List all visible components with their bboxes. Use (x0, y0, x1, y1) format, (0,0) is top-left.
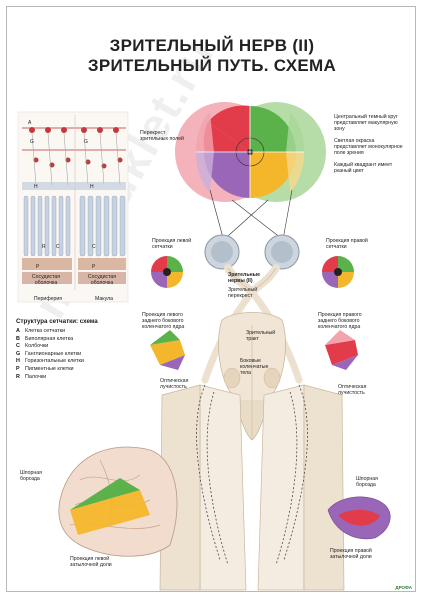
label-vascular-2: Сосудистая оболочка (87, 274, 117, 286)
svg-text:G: G (30, 139, 34, 145)
svg-text:C: C (92, 244, 96, 250)
label-optic-chiasm: Зрительный перекрест (228, 287, 258, 299)
label-macula: Макула (95, 296, 113, 302)
label-lateral-bodies: Боковые коленчатые тела (240, 358, 269, 376)
label-quadrant-color: Каждый квадрант имеет разный цвет (334, 162, 393, 174)
label-right-lgn: Проекция правого заднего бокового коленч… (318, 312, 362, 330)
label-right-retina: Проекция правой сетчатки (326, 238, 368, 250)
label-calcarine-left: Шпорная борозда (20, 470, 42, 482)
label-light-coloring: Светлая окраска представляет монокулярно… (334, 138, 403, 156)
publisher-logo: ДРОФА (395, 585, 412, 590)
page-title-line1: ЗРИТЕЛЬНЫЙ НЕРВ (II) (109, 36, 315, 55)
svg-text:H: H (34, 184, 38, 190)
label-left-occipital: Проекция левой затылочной доли (70, 556, 112, 568)
right-lgn-projection (325, 330, 358, 370)
label-left-retina: Проекция левой сетчатки (152, 238, 192, 250)
brain-sections (159, 384, 345, 591)
svg-text:H: H (90, 184, 94, 190)
legend-heading: Структура сетчатки: схема (16, 318, 98, 325)
label-vascular-1: Сосудистая оболочка (31, 274, 61, 286)
occipital-lobe-right (327, 496, 391, 540)
right-retina-projection (322, 256, 354, 288)
label-right-occipital: Проекция правой затылочной доли (330, 548, 372, 560)
occipital-lobe-left (58, 446, 178, 557)
svg-text:R: R (42, 244, 46, 250)
label-optic-nerves: Зрительные нервы (II) (228, 272, 260, 284)
left-retina-projection (151, 256, 183, 288)
svg-text:P: P (92, 264, 96, 270)
label-radiation-left: Оптическая лучистость (160, 378, 189, 390)
page-title-line2: ЗРИТЕЛЬНЫЙ ПУТЬ. СХЕМА (87, 56, 337, 75)
eyes (204, 234, 300, 270)
poster-frame (6, 6, 416, 592)
visual-field-diagram (175, 102, 326, 246)
label-radiation-right: Оптическая лучистость (338, 384, 367, 396)
label-dark-circle: Центральный темный круг представляет мак… (334, 114, 398, 132)
left-lgn-projection (150, 330, 185, 370)
svg-text:P: P (36, 264, 40, 270)
retina-panel: A G G H H R C C P P (17, 111, 129, 303)
svg-text:C: C (56, 244, 60, 250)
label-left-lgn: Проекция левого заднего бокового коленча… (142, 312, 185, 330)
svg-text:G: G (84, 139, 88, 145)
label-calcarine-right: Шпорная борозда (356, 476, 378, 488)
svg-text:A: A (28, 120, 32, 126)
optic-pathway (201, 264, 303, 441)
label-periphery: Периферия (33, 296, 63, 302)
label-optic-tract: Зрительный тракт (246, 330, 276, 342)
label-chiasm-fields: Перекрест зрительных полей (140, 130, 184, 142)
